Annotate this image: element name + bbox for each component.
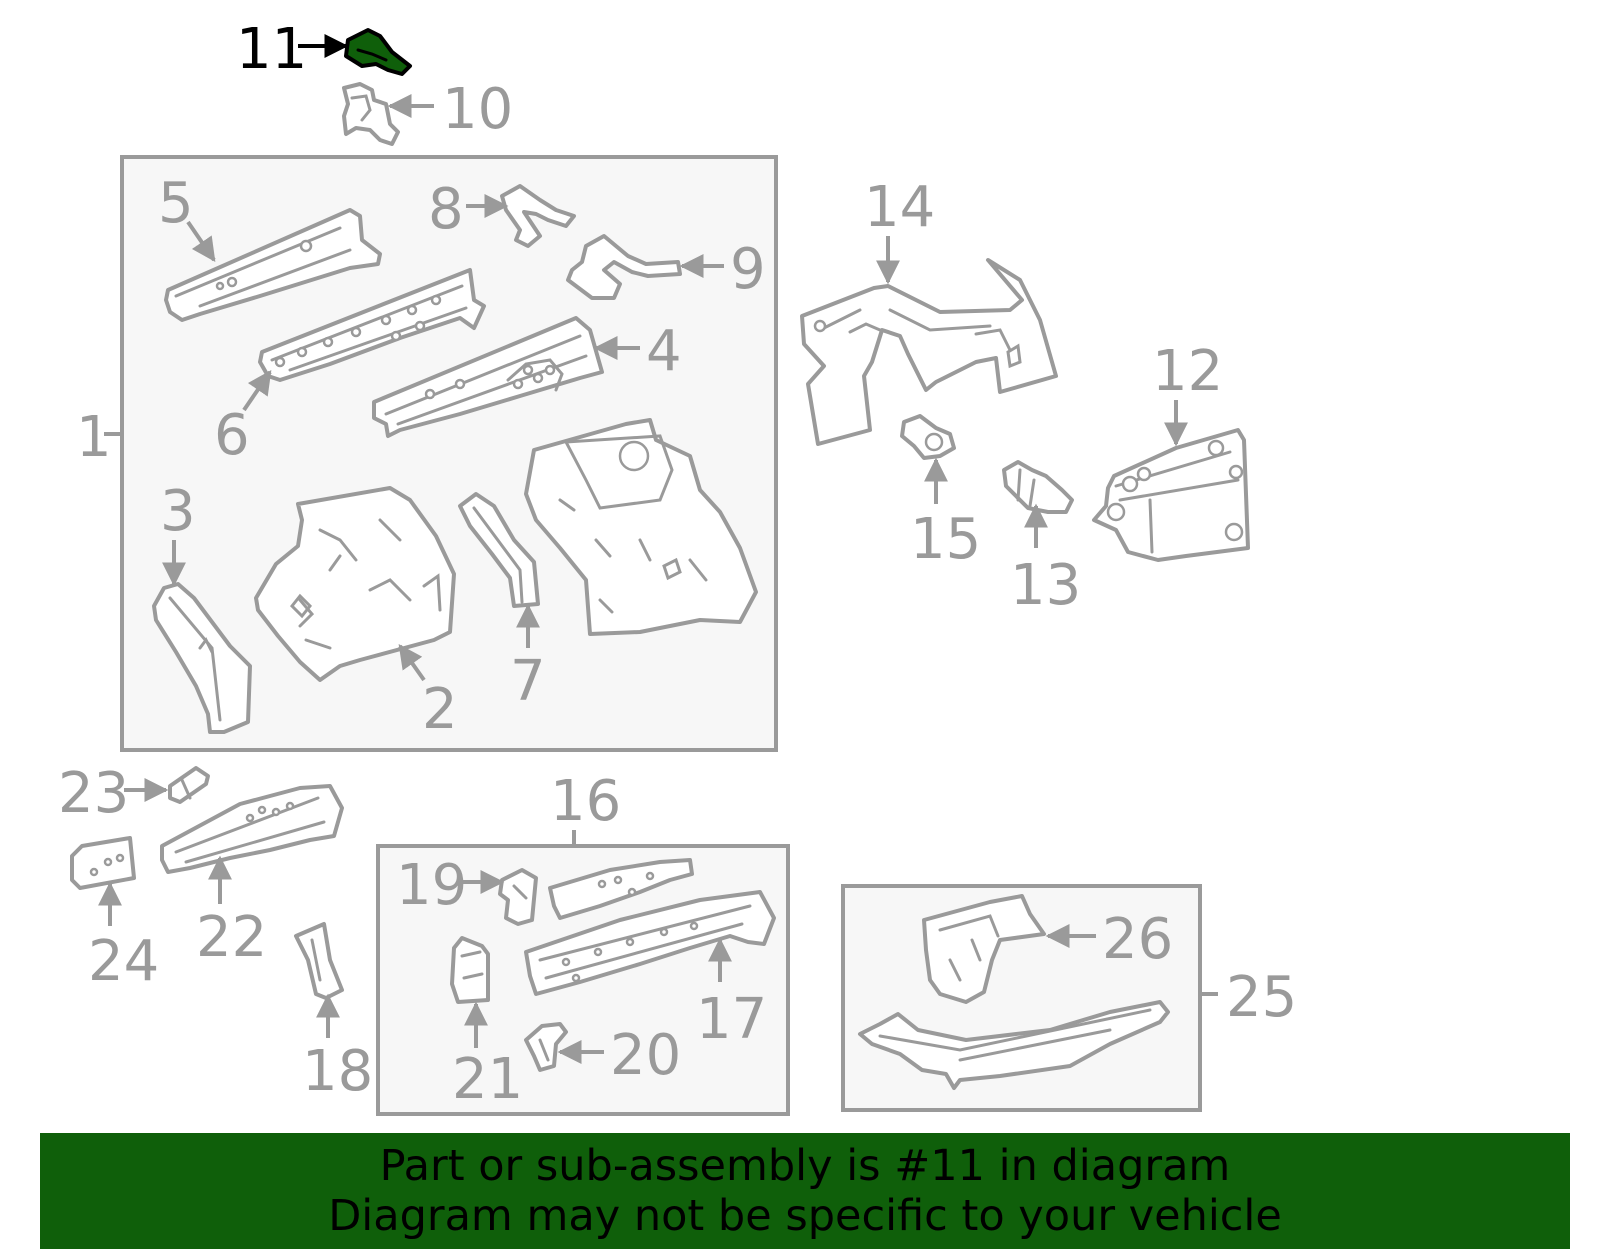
- callout-19[interactable]: 19: [396, 853, 467, 918]
- callout-20[interactable]: 20: [610, 1023, 681, 1088]
- callout-6[interactable]: 6: [214, 403, 250, 468]
- part-2[interactable]: [254, 486, 456, 682]
- part-24[interactable]: [70, 836, 136, 890]
- banner-line-1: Part or sub-assembly is #11 in diagram: [379, 1141, 1231, 1191]
- part-21[interactable]: [450, 936, 490, 1004]
- part-3[interactable]: [152, 582, 252, 734]
- part-20[interactable]: [524, 1022, 568, 1072]
- part-10[interactable]: [342, 82, 400, 146]
- leader-6: [242, 370, 272, 412]
- part-22[interactable]: [160, 784, 344, 874]
- callout-18[interactable]: 18: [302, 1039, 373, 1104]
- part-15[interactable]: [900, 414, 956, 460]
- callout-12[interactable]: 12: [1152, 339, 1223, 404]
- part-18[interactable]: [294, 922, 344, 1000]
- quarter-inner-panel: [524, 418, 758, 636]
- part-11[interactable]: [344, 28, 412, 76]
- part-23[interactable]: [168, 766, 210, 804]
- leader-2: [398, 644, 426, 682]
- callout-2[interactable]: 2: [422, 677, 458, 742]
- part-5[interactable]: [164, 208, 382, 322]
- callout-3[interactable]: 3: [160, 479, 196, 544]
- banner-line-2: Diagram may not be specific to your vehi…: [328, 1191, 1282, 1241]
- callout-25[interactable]: 25: [1226, 965, 1297, 1030]
- callout-14[interactable]: 14: [864, 175, 935, 240]
- callout-1[interactable]: 1: [76, 405, 112, 470]
- callout-11[interactable]: 11: [236, 17, 307, 82]
- part-4[interactable]: [372, 316, 604, 438]
- callout-22[interactable]: 22: [196, 905, 267, 970]
- callout-15[interactable]: 15: [910, 507, 981, 572]
- callout-16[interactable]: 16: [550, 769, 621, 834]
- part-8[interactable]: [500, 184, 576, 248]
- part-25-lower-rail: [858, 1000, 1170, 1090]
- part-14[interactable]: [800, 258, 1058, 446]
- part-26[interactable]: [922, 894, 1046, 1004]
- callout-10[interactable]: 10: [442, 77, 513, 142]
- part-13[interactable]: [1002, 460, 1074, 514]
- part-9[interactable]: [566, 234, 682, 300]
- callout-8[interactable]: 8: [428, 177, 464, 242]
- part-17[interactable]: [524, 890, 776, 996]
- callout-13[interactable]: 13: [1010, 553, 1081, 618]
- callout-23[interactable]: 23: [58, 761, 129, 826]
- part-12[interactable]: [1092, 428, 1250, 562]
- leader-5: [186, 220, 216, 262]
- part-16-upper-member: [548, 858, 694, 920]
- callout-7[interactable]: 7: [510, 649, 546, 714]
- callout-24[interactable]: 24: [88, 929, 159, 994]
- callout-26[interactable]: 26: [1102, 907, 1173, 972]
- callout-4[interactable]: 4: [646, 319, 682, 384]
- part-6[interactable]: [258, 268, 486, 382]
- callout-9[interactable]: 9: [730, 237, 766, 302]
- part-19[interactable]: [498, 868, 538, 926]
- callout-5[interactable]: 5: [158, 171, 194, 236]
- callout-21[interactable]: 21: [452, 1047, 523, 1112]
- info-banner: Part or sub-assembly is #11 in diagram D…: [40, 1133, 1570, 1249]
- callout-17[interactable]: 17: [696, 987, 767, 1052]
